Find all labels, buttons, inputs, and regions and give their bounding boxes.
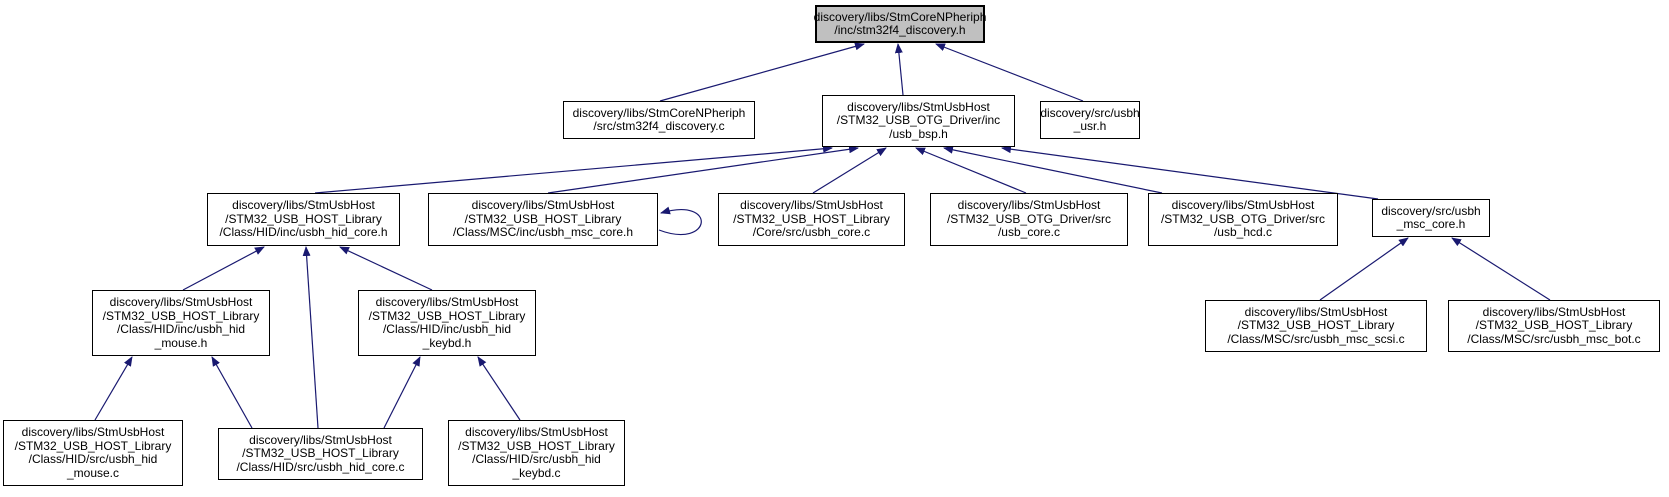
node-label-line: /STM32_USB_OTG_Driver/src (1160, 211, 1326, 226)
node-label-line: discovery/libs/StmUsbHost (249, 432, 392, 447)
node-label-line: /STM32_USB_HOST_Library (464, 211, 622, 226)
node-label-line: /Core/src/usbh_core.c (752, 225, 871, 240)
node-label-line: /STM32_USB_OTG_Driver/src (946, 211, 1112, 226)
node-label-line: /usb_core.c (997, 225, 1061, 240)
node-label-line: _mouse.h (154, 335, 208, 350)
node-label-line: /STM32_USB_HOST_Library (733, 211, 890, 226)
include-edge-usbh_core_c-to-usb_bsp_h (812, 147, 887, 194)
include-edge-usb_core_c-to-usb_bsp_h (915, 147, 1027, 194)
include-edge-usbh_msc_scsi_c-to-usbh_msc_core_h (1319, 237, 1409, 301)
include-edge-stm32f4_discovery_c-to-stm32f4_discovery_h (659, 42, 865, 102)
node-label-line: discovery/libs/StmUsbHost (232, 198, 375, 213)
node-label-line: _keybd.c (512, 465, 561, 480)
node-label-line: discovery/libs/StmUsbHost (847, 99, 990, 114)
node-label-line: /usb_bsp.h (889, 126, 948, 141)
graph-node-usbh_msc_core_lib_h[interactable]: discovery/libs/StmUsbHost/STM32_USB_HOST… (428, 193, 658, 246)
node-label-line: /STM32_USB_HOST_Library (368, 308, 526, 323)
node-label-line: discovery/src/usbh (1381, 203, 1481, 218)
node-label-line: /Class/HID/src/usbh_hid (472, 452, 601, 466)
graph-node-usbh_usr_h[interactable]: discovery/src/usbh_usr.h (1040, 101, 1140, 139)
graph-node-usbh_msc_scsi_c[interactable]: discovery/libs/StmUsbHost/STM32_USB_HOST… (1205, 300, 1427, 352)
graph-node-usbh_hid_keybd_c[interactable]: discovery/libs/StmUsbHost/STM32_USB_HOST… (448, 420, 625, 486)
self-include-loop-usbh_msc_core_lib_h (658, 206, 702, 236)
include-edge-usb_bsp_h-to-stm32f4_discovery_h (894, 43, 904, 96)
node-label-line: /Class/MSC/inc/usbh_msc_core.h (452, 225, 634, 240)
node-label-line: discovery/libs/StmUsbHost (1171, 198, 1315, 213)
node-label-line: /inc/stm32f4_discovery.h (834, 23, 966, 37)
node-label-line: /usb_hcd.c (1213, 225, 1273, 240)
node-label-line: discovery/libs/StmUsbHost (740, 198, 883, 213)
graph-node-usb_hcd_c[interactable]: discovery/libs/StmUsbHost/STM32_USB_OTG_… (1148, 193, 1338, 246)
node-label-line: discovery/libs/StmCoreNPheriph (572, 105, 746, 120)
include-edge-usbh_hid_keybd_h-to-usbh_hid_core_h (339, 246, 433, 291)
node-label-line: discovery/libs/StmUsbHost (21, 425, 165, 439)
node-label-line: discovery/libs/StmUsbHost (465, 425, 608, 439)
include-edge-usbh_hid_core_h-to-usb_bsp_h (314, 144, 833, 194)
include-edge-usbh_hid_mouse_c-to-usbh_hid_mouse_h (94, 356, 133, 421)
node-label-line: /Class/HID/src/usbh_hid_core.c (236, 459, 405, 474)
graph-node-usbh_msc_core_h[interactable]: discovery/src/usbh_msc_core.h (1372, 199, 1490, 237)
graph-node-usb_bsp_h[interactable]: discovery/libs/StmUsbHost/STM32_USB_OTG_… (822, 95, 1015, 147)
include-edge-usbh_msc_core_lib_h-to-usb_bsp_h (547, 145, 859, 194)
node-label-line: /STM32_USB_HOST_Library (14, 438, 172, 453)
graph-node-usbh_hid_core_c[interactable]: discovery/libs/StmUsbHost/STM32_USB_HOST… (218, 428, 423, 480)
node-label-line: _keybd.h (422, 335, 472, 350)
node-label-line: /Class/HID/src/usbh_hid (28, 452, 158, 466)
include-edge-usbh_hid_core_c-to-usbh_hid_mouse_h (211, 356, 253, 429)
node-label-line: /Class/MSC/src/usbh_msc_scsi.c (1227, 331, 1405, 346)
node-label-line: discovery/libs/StmUsbHost (957, 198, 1101, 213)
graph-node-usbh_hid_mouse_c[interactable]: discovery/libs/StmUsbHost/STM32_USB_HOST… (3, 420, 183, 486)
include-edge-usbh_usr_h-to-stm32f4_discovery_h (935, 43, 1084, 102)
node-label-line: _msc_core.h (1396, 217, 1466, 231)
node-label-line: /STM32_USB_HOST_Library (458, 438, 615, 453)
graph-node-usbh_hid_keybd_h[interactable]: discovery/libs/StmUsbHost/STM32_USB_HOST… (358, 290, 536, 356)
graph-node-usbh_hid_mouse_h[interactable]: discovery/libs/StmUsbHost/STM32_USB_HOST… (92, 290, 270, 356)
graph-node-usbh_hid_core_h[interactable]: discovery/libs/StmUsbHost/STM32_USB_HOST… (207, 193, 400, 246)
graph-node-stm32f4_discovery_h: discovery/libs/StmCoreNPheriph/inc/stm32… (813, 5, 987, 43)
graph-node-usbh_core_c[interactable]: discovery/libs/StmUsbHost/STM32_USB_HOST… (718, 193, 905, 246)
node-label-line: discovery/libs/StmUsbHost (375, 295, 519, 309)
node-label-line: /Class/HID/inc/usbh_hid (116, 322, 246, 336)
node-label-line: discovery/libs/StmUsbHost (1482, 304, 1626, 319)
node-label-line: /STM32_USB_HOST_Library (242, 446, 399, 461)
node-label-line: /STM32_USB_HOST_Library (225, 211, 382, 226)
node-label-line: discovery/libs/StmUsbHost (109, 295, 253, 309)
node-label-line: discovery/libs/StmCoreNPheriph (813, 9, 987, 24)
node-label-line: /STM32_USB_HOST_Library (1237, 318, 1395, 333)
include-edge-usbh_hid_core_c-to-usbh_hid_core_h (302, 246, 319, 429)
include-edge-usbh_msc_bot_c-to-usbh_msc_core_h (1451, 237, 1551, 301)
node-label-line: /src/stm32f4_discovery.c (593, 119, 725, 133)
node-label-line: /Class/MSC/src/usbh_msc_bot.c (1467, 331, 1641, 346)
include-edge-usbh_hid_keybd_c-to-usbh_hid_keybd_h (477, 356, 521, 421)
dependency-arrows (94, 42, 1551, 429)
node-label-line: discovery/libs/StmUsbHost (471, 198, 615, 213)
node-label-line: /Class/HID/inc/usbh_hid_core.h (219, 225, 388, 240)
node-label-line: _mouse.c (66, 465, 120, 480)
node-label-line: /STM32_USB_HOST_Library (1475, 318, 1633, 333)
include-edge-usbh_msc_core_h-to-usb_bsp_h (1001, 145, 1379, 200)
node-label-line: /STM32_USB_HOST_Library (102, 308, 260, 323)
graph-node-usbh_msc_bot_c[interactable]: discovery/libs/StmUsbHost/STM32_USB_HOST… (1448, 300, 1660, 352)
node-label-line: /Class/HID/inc/usbh_hid (382, 322, 512, 336)
include-edge-usbh_hid_mouse_h-to-usbh_hid_core_h (182, 246, 265, 291)
node-label-line: discovery/src/usbh (1040, 105, 1140, 120)
graph-node-usb_core_c[interactable]: discovery/libs/StmUsbHost/STM32_USB_OTG_… (930, 193, 1128, 246)
graph-node-stm32f4_discovery_c[interactable]: discovery/libs/StmCoreNPheriph/src/stm32… (563, 101, 755, 139)
include-edge-usbh_hid_core_c-to-usbh_hid_keybd_h (383, 356, 421, 429)
node-label-line: discovery/libs/StmUsbHost (1244, 304, 1388, 319)
include-edge-usb_hcd_c-to-usb_bsp_h (943, 145, 1163, 194)
node-label-line: _usr.h (1073, 119, 1107, 133)
node-label-line: /STM32_USB_OTG_Driver/inc (836, 113, 1001, 128)
